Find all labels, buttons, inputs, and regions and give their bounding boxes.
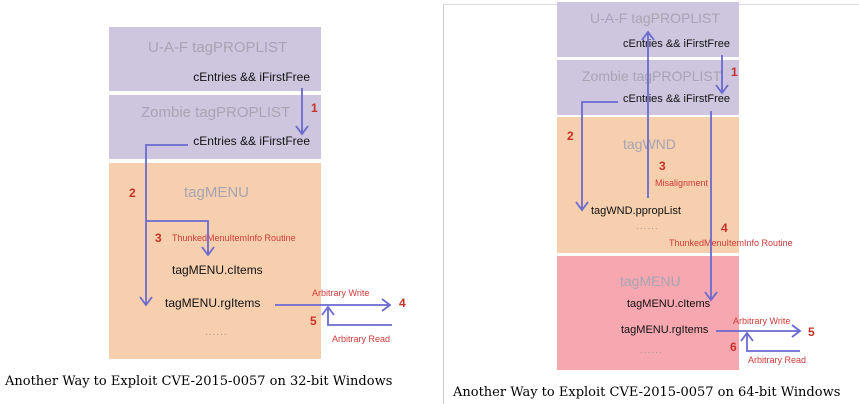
left-caption: Another Way to Exploit CVE-2015-0057 on … bbox=[5, 374, 393, 389]
step-2: 2 bbox=[129, 186, 136, 200]
zombie-title: Zombie tagPROPLIST bbox=[141, 104, 291, 121]
step-2-64: 2 bbox=[567, 129, 574, 143]
arrow-step-1-64 bbox=[715, 55, 729, 95]
read-label-64: Arbitrary Read bbox=[748, 355, 807, 365]
misalignment-label: Misalignment bbox=[655, 178, 709, 188]
routine-label: ThunkedMenuItemInfo Routine bbox=[172, 233, 296, 243]
step-3-64: 3 bbox=[659, 159, 666, 173]
read-label: Arbitrary Read bbox=[332, 334, 391, 344]
arrow-write bbox=[275, 298, 392, 312]
uaf-title-64: U-A-F tagPROPLIST bbox=[590, 10, 720, 26]
wnd-title: tagWND bbox=[623, 136, 676, 152]
zombie-field-64: cEntries && iFirstFree bbox=[623, 93, 730, 105]
arrow-step-2-64 bbox=[575, 101, 618, 212]
uaf-proplist-block bbox=[109, 27, 321, 91]
uaf-title: U-A-F tagPROPLIST bbox=[148, 39, 288, 56]
step-6-64: 6 bbox=[730, 340, 737, 354]
step-1: 1 bbox=[311, 101, 318, 115]
step-1-64: 1 bbox=[731, 65, 738, 79]
zombie-field: cEntries && iFirstFree bbox=[193, 134, 310, 148]
write-label: Arbitrary Write bbox=[312, 288, 370, 298]
menu-dots-64: ...... bbox=[640, 345, 663, 356]
pproplist-field: tagWND.ppropList bbox=[591, 205, 681, 217]
zombie-proplist-block bbox=[109, 95, 321, 159]
arrow-step-2 bbox=[139, 144, 188, 307]
arrow-step-4-64 bbox=[704, 111, 718, 302]
routine-label-64: ThunkedMenuItemInfo Routine bbox=[669, 238, 793, 248]
arrow-step-3-64 bbox=[641, 30, 655, 198]
rgitems-field: tagMENU.rgItems bbox=[165, 296, 261, 310]
tagmenu-block bbox=[109, 163, 321, 359]
step-5-64: 5 bbox=[808, 325, 815, 339]
write-label-64: Arbitrary Write bbox=[733, 316, 791, 326]
citems-field: tagMENU.cItems bbox=[172, 263, 263, 277]
menu-title: tagMENU bbox=[184, 184, 250, 201]
step-5: 5 bbox=[310, 314, 317, 328]
wnd-dots: ...... bbox=[636, 221, 659, 232]
uaf-field-64: cEntries && iFirstFree bbox=[623, 38, 730, 50]
arrow-read bbox=[321, 305, 392, 326]
arrow-read-64 bbox=[740, 331, 800, 352]
arrow-step-1 bbox=[295, 88, 309, 136]
step-4: 4 bbox=[399, 296, 406, 310]
step-3: 3 bbox=[155, 231, 162, 245]
zombie-title-64: Zombie tagPROPLIST bbox=[582, 68, 722, 84]
more-fields-dots: ...... bbox=[205, 327, 228, 338]
rgitems-field-64: tagMENU.rgItems bbox=[621, 324, 709, 336]
step-4-64: 4 bbox=[721, 221, 728, 235]
menu-title-64: tagMENU bbox=[620, 273, 681, 289]
tagmenu-block-64 bbox=[557, 256, 739, 370]
arrow-write-64 bbox=[716, 324, 802, 338]
citems-field-64: tagMENU.cItems bbox=[627, 298, 711, 310]
uaf-field: cEntries && iFirstFree bbox=[193, 70, 310, 84]
arrow-step-3 bbox=[146, 220, 215, 257]
right-caption: Another Way to Exploit CVE-2015-0057 on … bbox=[453, 385, 841, 400]
